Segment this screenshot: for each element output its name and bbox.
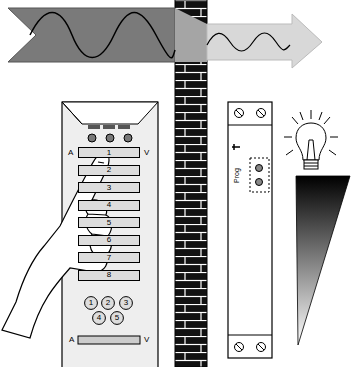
button-number: 8 — [107, 271, 111, 279]
brick-wall — [175, 0, 207, 367]
button-number: 2 — [107, 166, 111, 174]
button-number: 4 — [107, 201, 111, 209]
receiver-module — [228, 102, 272, 358]
dimming-wedge — [296, 176, 350, 345]
round-button: 4 — [92, 311, 106, 325]
up-mark: A — [69, 336, 74, 344]
round-button: 5 — [110, 311, 124, 325]
channel-button: 8 — [78, 270, 140, 281]
channel-button: 7 — [78, 252, 140, 263]
radio-signal-arrow — [8, 8, 322, 68]
round-button: 3 — [119, 296, 133, 310]
light-bulb — [284, 110, 338, 169]
button-number: 5 — [107, 219, 111, 227]
channel-button: 6 — [78, 235, 140, 246]
channel-button: 3 — [78, 182, 140, 193]
channel-button: 4 — [78, 200, 140, 211]
prog-label: Prog — [233, 168, 240, 183]
button-number: 1 — [89, 299, 93, 307]
up-mark: A — [68, 149, 73, 157]
button-number: 4 — [97, 314, 101, 322]
button-number: 3 — [124, 299, 128, 307]
button-number: 6 — [107, 236, 111, 244]
channel-button: 2 — [78, 165, 140, 176]
down-mark: V — [144, 336, 149, 344]
channel-button: 5 — [78, 217, 140, 228]
button-number: 5 — [115, 314, 119, 322]
button-number: 2 — [106, 299, 110, 307]
down-mark: V — [144, 149, 149, 157]
round-button: 2 — [101, 296, 115, 310]
channel-button: 1 — [78, 147, 140, 158]
button-number: 1 — [107, 149, 111, 157]
button-number: 7 — [107, 254, 111, 262]
button-number: 3 — [107, 184, 111, 192]
round-button: 1 — [84, 296, 98, 310]
